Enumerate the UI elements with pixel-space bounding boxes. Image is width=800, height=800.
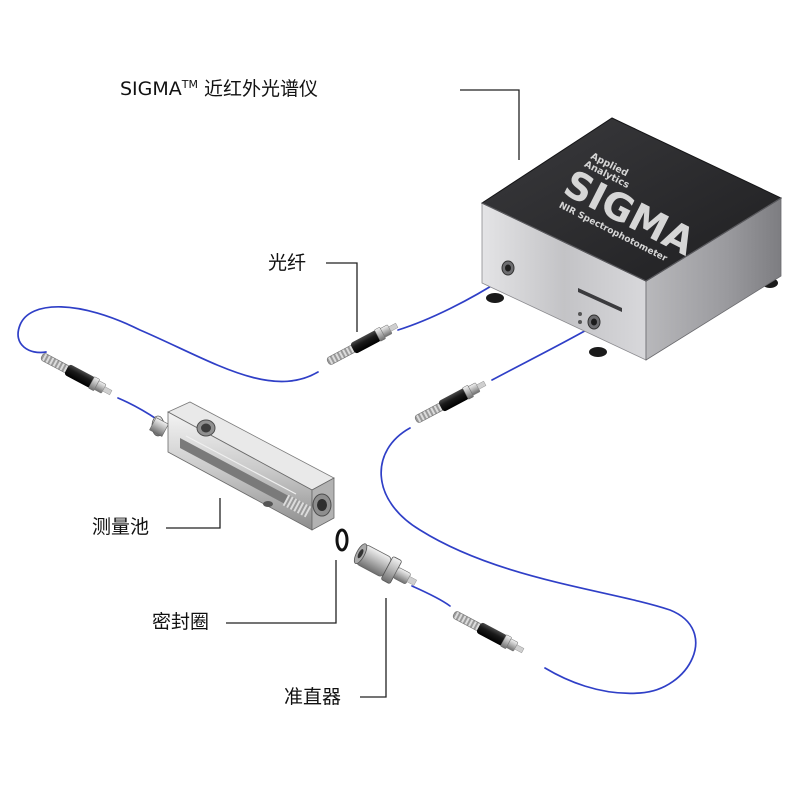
fiber-return-segment	[491, 327, 591, 381]
measurement-cell	[149, 401, 335, 531]
fiber-right-loop	[380, 427, 697, 695]
fiber-connector-spectrometer-side	[324, 319, 401, 369]
fiber-left-loop	[17, 306, 319, 383]
fiber-connector-return	[412, 377, 489, 427]
label-spectrometer-tm: TM	[181, 78, 198, 91]
leader-measurement-cell	[166, 498, 221, 529]
leader-spectrometer	[460, 89, 520, 160]
leader-fiber	[326, 262, 358, 332]
label-spectrometer: SIGMATM 近红外光谱仪	[120, 78, 319, 100]
sigma-spectrometer: Applied Analytics SIGMA NIR Spectrophoto…	[480, 117, 783, 361]
collimator	[353, 543, 417, 586]
leader-collimator	[360, 598, 387, 698]
label-measurement-cell: 测量池	[92, 516, 150, 538]
label-spectrometer-desc: 近红外光谱仪	[198, 78, 319, 100]
seal-ring	[335, 528, 349, 552]
leader-seal-ring	[226, 560, 337, 624]
label-spectrometer-name: SIGMA	[120, 78, 182, 100]
label-collimator: 准直器	[284, 686, 342, 708]
fiber-connector-left-cable	[38, 349, 115, 399]
label-seal-ring: 密封圈	[152, 611, 210, 633]
label-fiber: 光纤	[268, 252, 307, 274]
fiber-to-cell	[117, 397, 159, 421]
fiber-cables	[17, 277, 697, 695]
fiber-connector-lower	[450, 607, 527, 657]
fiber-collimator-segment	[411, 585, 451, 607]
callout-leaders	[166, 89, 520, 698]
